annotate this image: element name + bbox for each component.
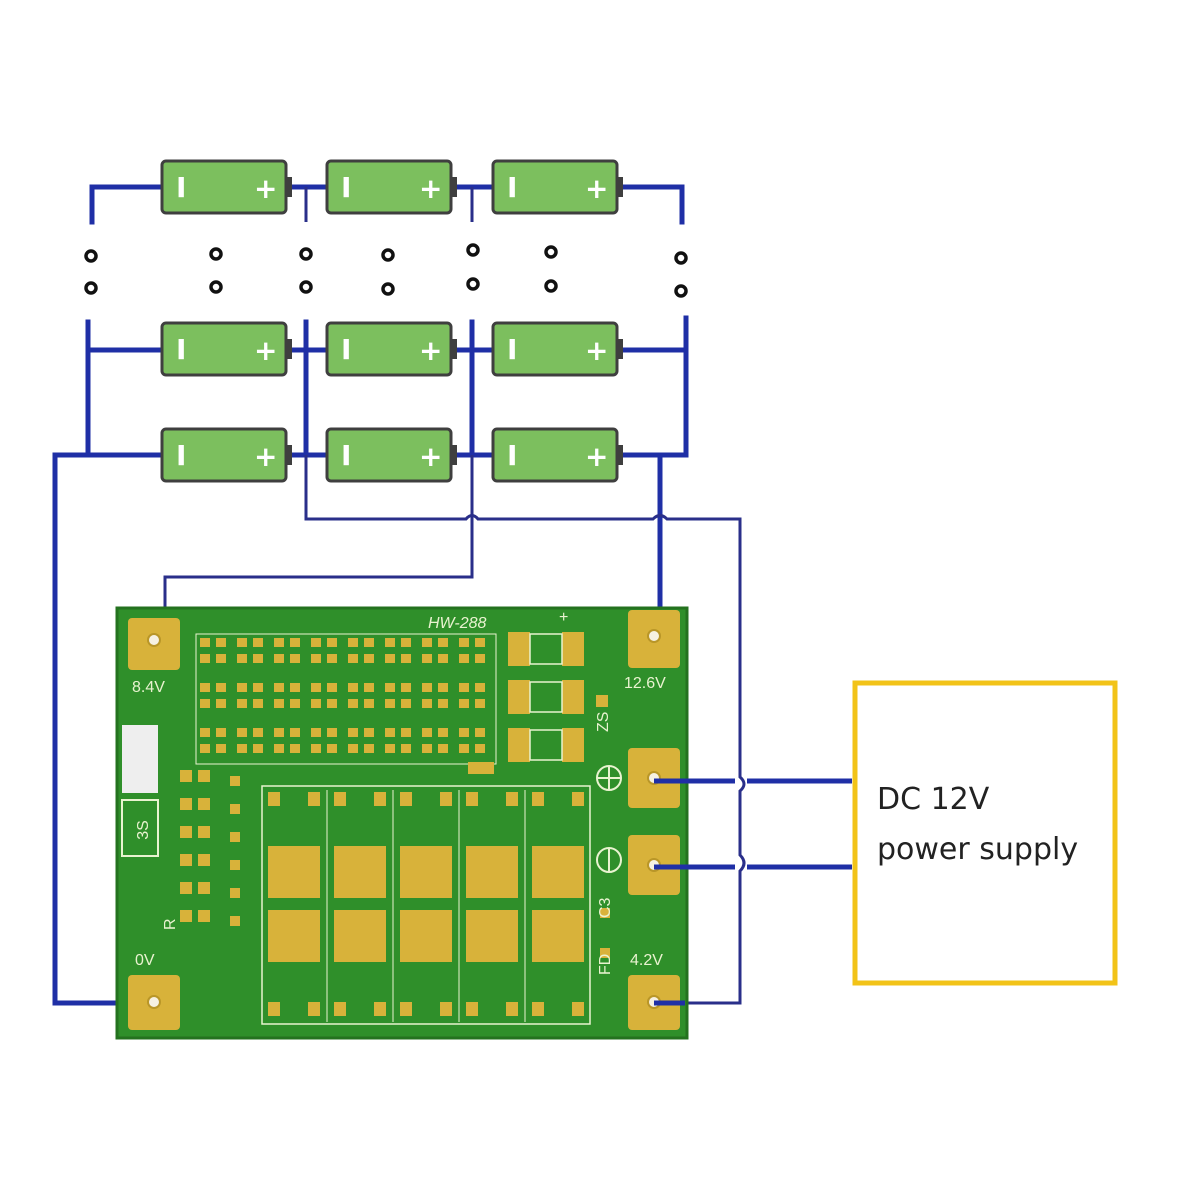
- battery-negative-label: I: [341, 439, 351, 472]
- battery-positive-label: +: [585, 172, 608, 205]
- battery-cell: I+: [491, 427, 623, 483]
- battery-negative-label: I: [507, 171, 517, 204]
- battery-negative-label: I: [176, 439, 186, 472]
- battery-cell: I+: [325, 159, 457, 215]
- power-supply-line1: DC 12V: [877, 782, 990, 817]
- battery-negative-label: I: [507, 333, 517, 366]
- pcb-components: [180, 632, 610, 1025]
- wire-0v: [52, 452, 152, 1006]
- continuation-dots: [84, 243, 688, 298]
- power-supply: DC 12V power supply: [852, 680, 1118, 986]
- minus-symbol: [596, 847, 622, 873]
- label-4v2: 4.2V: [630, 952, 663, 969]
- svg-text:3S: 3S: [135, 820, 152, 840]
- label-r: R: [162, 918, 179, 930]
- label-c3: C3: [597, 897, 614, 918]
- battery-positive-label: +: [419, 440, 442, 473]
- battery-positive-label: +: [419, 172, 442, 205]
- battery-positive-label: +: [419, 334, 442, 367]
- tap-wires-top: [304, 187, 474, 222]
- battery-wiring: [85, 184, 689, 458]
- battery-cell: I+: [160, 159, 292, 215]
- battery-cell: I+: [491, 159, 623, 215]
- pcb-plus-mark: +: [559, 609, 568, 626]
- wire-top-left: [89, 184, 165, 225]
- label-fd: FD: [597, 954, 614, 975]
- pcb-board: [115, 606, 689, 1040]
- battery-negative-label: I: [176, 171, 186, 204]
- battery-positive-label: +: [254, 334, 277, 367]
- label-0v: 0V: [135, 952, 155, 969]
- wire-top-right: [617, 184, 685, 225]
- battery-array: I+I+I+I+I+I+I+I+I+: [160, 159, 623, 483]
- battery-cell: I+: [325, 321, 457, 377]
- cell-count-badge: 3S: [121, 799, 159, 857]
- battery-positive-label: +: [254, 172, 277, 205]
- bms-pcb: HW-288 + 8.4V 12.6V 0V 4.2V 3S C3 FD ZS …: [115, 606, 689, 1040]
- pcb-model-label: HW-288: [428, 615, 486, 632]
- battery-cell: I+: [160, 321, 292, 377]
- pcb-thin-wiring: [163, 455, 746, 1005]
- battery-negative-label: I: [341, 171, 351, 204]
- battery-positive-label: +: [254, 440, 277, 473]
- label-8v4: 8.4V: [132, 679, 165, 696]
- plus-symbol: [596, 765, 622, 791]
- battery-negative-label: I: [341, 333, 351, 366]
- label-12v6: 12.6V: [624, 675, 666, 692]
- battery-negative-label: I: [507, 439, 517, 472]
- psu-wiring: [654, 778, 852, 1006]
- power-supply-line2: power supply: [877, 832, 1078, 867]
- battery-cell: I+: [160, 427, 292, 483]
- battery-negative-label: I: [176, 333, 186, 366]
- pcb-wiring: [52, 452, 663, 1006]
- battery-cell: I+: [325, 427, 457, 483]
- battery-cell: I+: [491, 321, 623, 377]
- power-supply-box: [852, 680, 1118, 986]
- battery-positive-label: +: [585, 440, 608, 473]
- pcb-sticker: [122, 725, 158, 793]
- wire-4v2: [304, 455, 746, 1005]
- label-zs: ZS: [595, 712, 612, 732]
- battery-positive-label: +: [585, 334, 608, 367]
